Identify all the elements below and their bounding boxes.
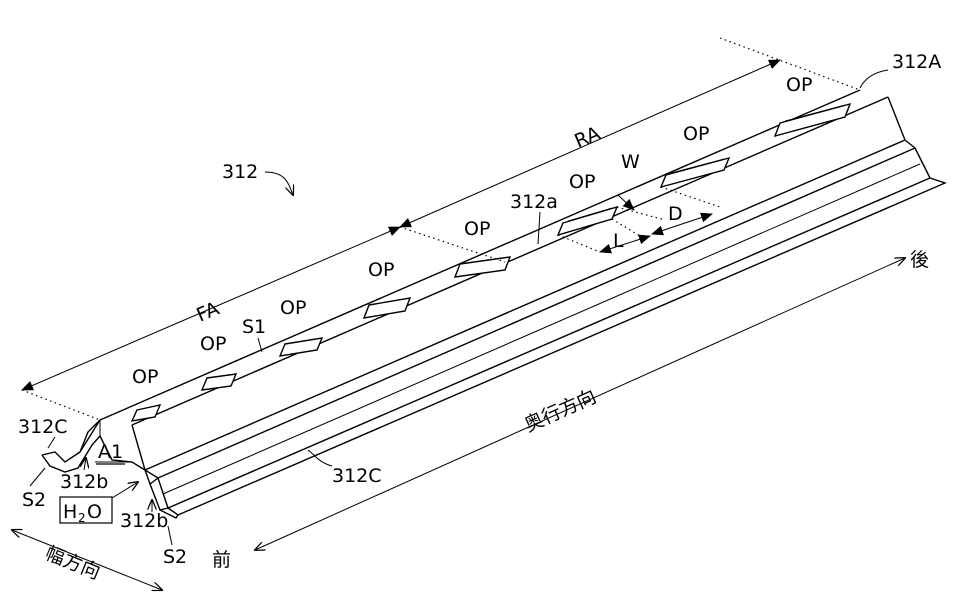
lower-wall-end xyxy=(915,148,930,178)
leader-312a xyxy=(538,212,540,244)
opening-label: OP xyxy=(786,74,812,96)
w-dimension-line xyxy=(618,195,634,210)
dim-w-label: W xyxy=(621,151,640,173)
leader-312A xyxy=(860,70,888,88)
opening-hole xyxy=(280,338,322,356)
opening-label: OP xyxy=(200,333,226,355)
leader-312C-front xyxy=(48,437,55,448)
edge-front-label: 312C xyxy=(18,416,68,438)
opening-label: OP xyxy=(280,297,306,319)
air-a1-label: A1 xyxy=(98,441,123,463)
opening-hole xyxy=(202,374,236,390)
rear-label: 後 xyxy=(910,249,929,271)
dim-d-label: D xyxy=(668,203,683,225)
w-ext-line-2 xyxy=(617,207,665,220)
l-dimension-line xyxy=(600,236,650,252)
top-left-edge xyxy=(100,90,860,420)
front-label: 前 xyxy=(212,549,231,571)
water-label-o: O xyxy=(87,501,102,523)
top-right-edge xyxy=(132,97,888,425)
groove-upper-label: 312b xyxy=(60,471,108,493)
front-profile-bottom xyxy=(150,484,168,510)
edge-side-label: 312C xyxy=(332,465,382,487)
water-arrow xyxy=(112,482,138,498)
part-number-label: 312 xyxy=(222,161,258,183)
opening-hole xyxy=(455,257,510,277)
opening-label: OP xyxy=(683,123,709,145)
opening-hole xyxy=(132,405,160,421)
top-surface-label: 312a xyxy=(510,191,558,213)
leader-lines xyxy=(30,70,888,545)
surface-s1-label: S1 xyxy=(242,316,266,338)
surface-s2-bottom-label: S2 xyxy=(163,546,187,568)
right-wall-end xyxy=(888,97,905,140)
leader-312C-side xyxy=(308,450,332,466)
surface-s2-left-label: S2 xyxy=(22,489,46,511)
opening-hole xyxy=(558,207,617,235)
water-label-h: H xyxy=(63,501,77,523)
opening-label: OP xyxy=(464,218,490,240)
leader-s2-bottom xyxy=(168,526,172,545)
width-direction-label: 幅方向 xyxy=(42,542,103,584)
region-fa-label: FA xyxy=(193,298,222,327)
water-label-sub: 2 xyxy=(78,511,86,525)
opening-hole xyxy=(775,104,850,136)
part-end-label: 312A xyxy=(892,51,941,73)
opening-label: OP xyxy=(132,366,158,388)
step-end xyxy=(905,140,915,148)
leader-312 xyxy=(265,172,293,195)
region-ra-label: RA xyxy=(571,122,603,152)
leader-312b-upper xyxy=(84,458,86,470)
openings xyxy=(132,104,850,421)
depth-direction-label: 奥行方向 xyxy=(521,386,599,437)
direction-arrows xyxy=(12,258,905,590)
opening-label: OP xyxy=(569,171,595,193)
opening-label: OP xyxy=(368,259,394,281)
dimension-lines xyxy=(22,38,860,420)
groove-lower-label: 312b xyxy=(120,510,168,532)
dim-l-label: L xyxy=(613,230,624,252)
labels: 312 312A RA FA 312a W L D S1 312C 312C 3… xyxy=(18,51,941,584)
leader-s2-left xyxy=(30,468,45,486)
flange-inner-line xyxy=(163,164,920,494)
channel-member xyxy=(42,90,945,518)
